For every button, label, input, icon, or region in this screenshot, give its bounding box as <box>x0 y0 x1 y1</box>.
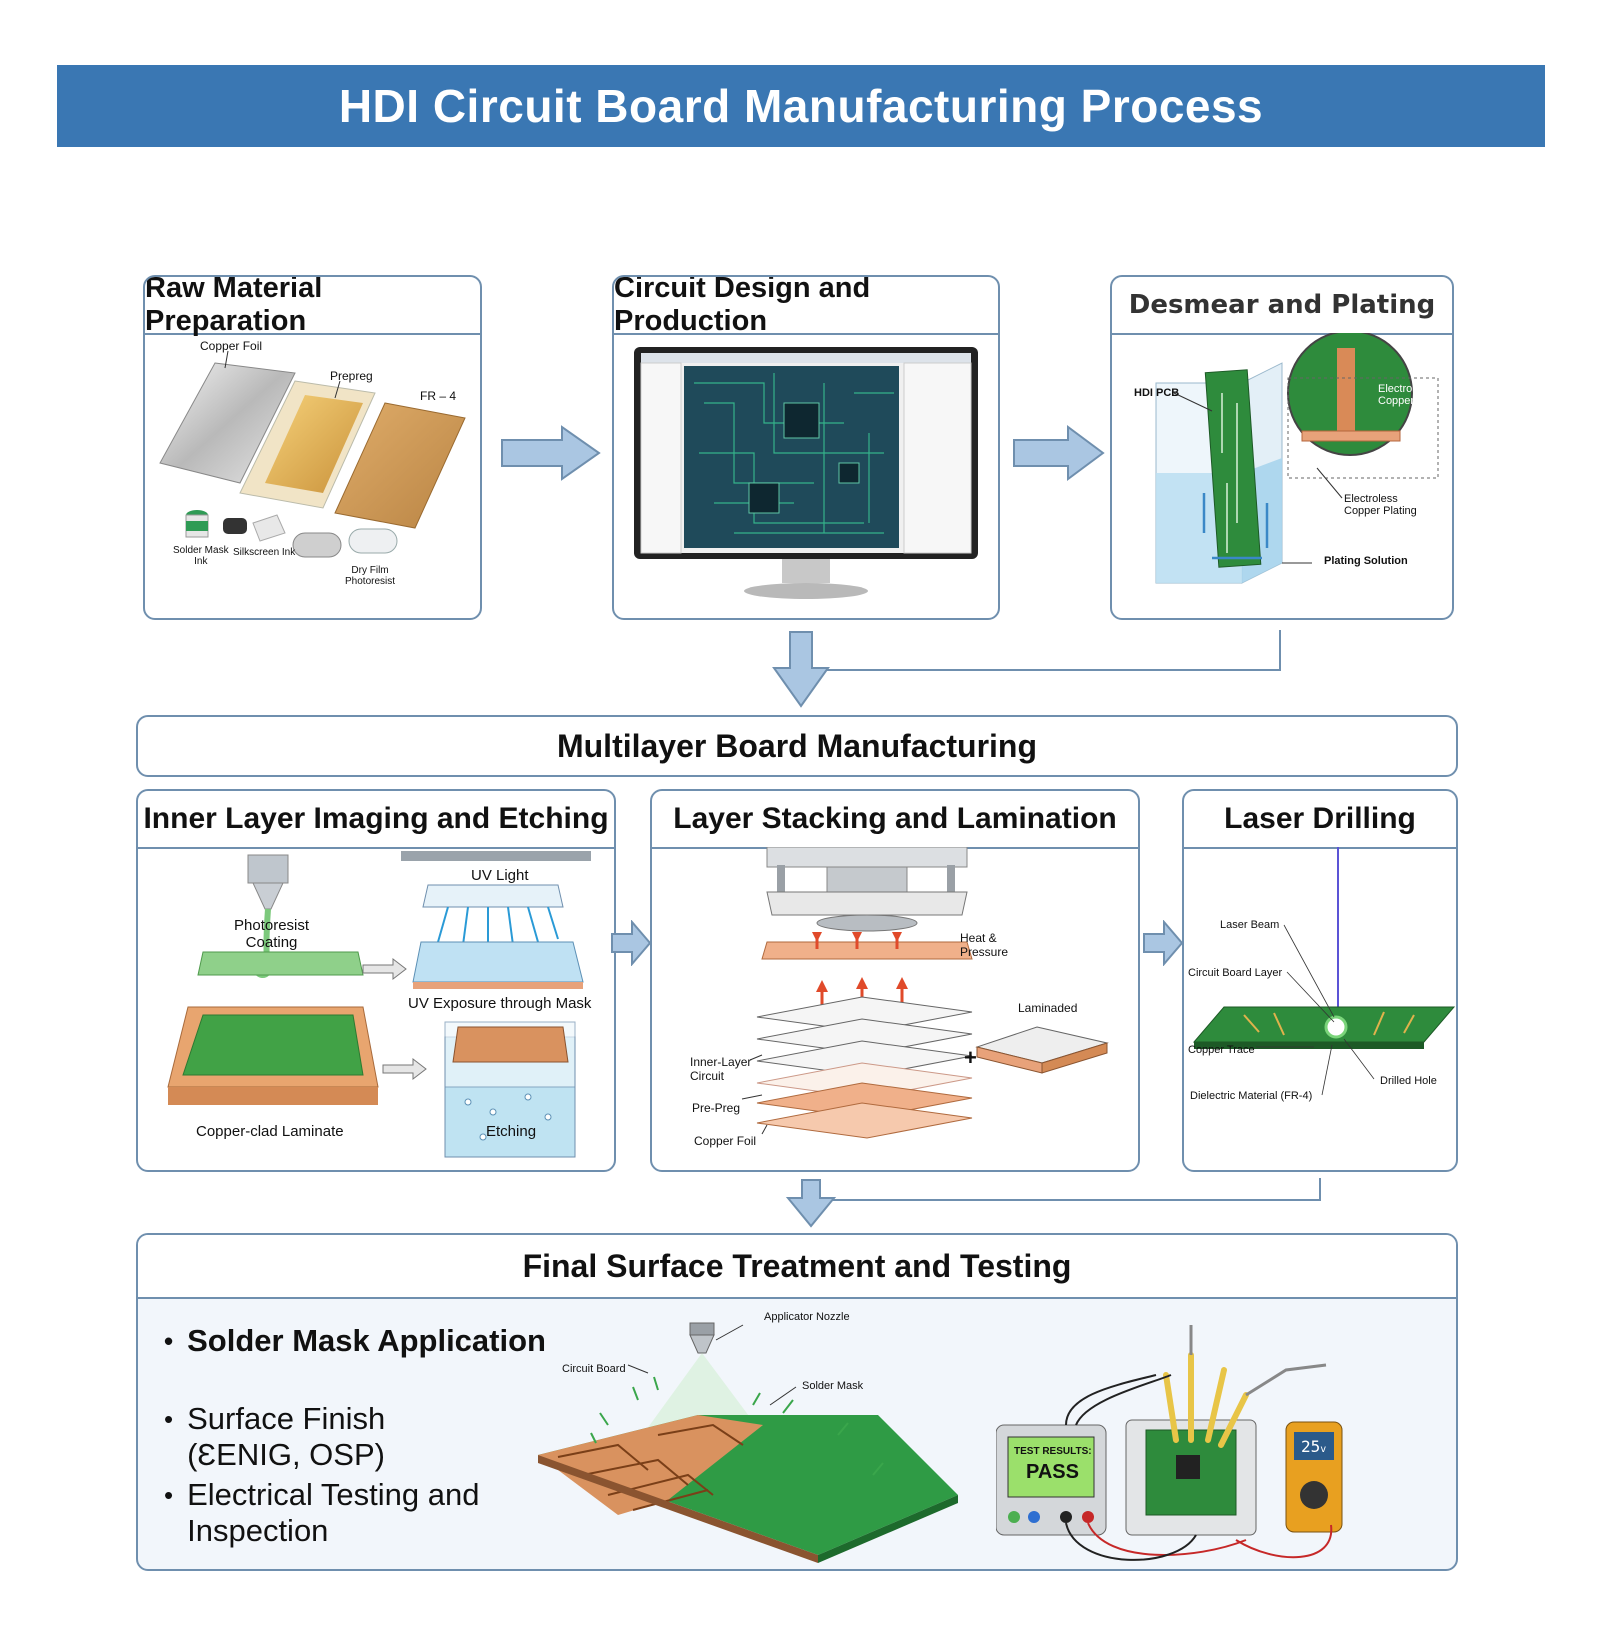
silkscreen-ink-label: Silkscreen Ink <box>233 547 296 558</box>
raw-material-title: Raw Material Preparation <box>145 277 480 337</box>
inner-layer-panel: Inner Layer Imaging and Etching UV Light… <box>136 789 616 1172</box>
inner-layer-illustration <box>167 851 591 1158</box>
bullet-electrical-testing-text: Electrical Testing and Inspection <box>187 1477 480 1548</box>
copper-clad-label: Copper-clad Laminate <box>196 1123 344 1140</box>
bullet-solder-mask: •Solder Mask Application <box>164 1323 546 1358</box>
meter-reading: 25v <box>1301 1437 1326 1456</box>
photoresist-coating-label: Photoresist Coating <box>234 917 310 951</box>
laser-drilling-panel: Laser Drilling Laser Beam Circuit Board … <box>1182 789 1458 1172</box>
testing-equipment-illustration <box>996 1325 1343 1561</box>
dry-film-label: Dry Film Photoresist <box>345 565 396 587</box>
desmear-plating-panel: Desmear and Plating HDI PCB Electroless … <box>1110 275 1454 620</box>
electroless-copper-plating-label: Electroless Copper Plating <box>1344 493 1417 517</box>
pass-label: PASS <box>1026 1461 1079 1483</box>
applicator-nozzle-label: Applicator Nozzle <box>764 1311 850 1323</box>
circuit-design-title: Circuit Design and Production <box>614 277 998 337</box>
raw-materials-illustration <box>159 350 466 558</box>
dielectric-label: Dielectric Material (FR-4) <box>1190 1090 1313 1102</box>
fr4-label: FR – 4 <box>420 389 457 403</box>
hdi-pcb-label: HDI PCB <box>1134 387 1180 399</box>
copper-foil-label: Copper Foil <box>200 339 263 353</box>
raw-material-panel: Raw Material Preparation Copper Foil Pre… <box>143 275 482 620</box>
circuit-design-panel: Circuit Design and Production <box>612 275 1000 620</box>
copper-trace-label: Copper Trace <box>1188 1044 1255 1056</box>
circuit-board-layer-label: Circuit Board Layer <box>1188 967 1283 979</box>
uv-exposure-label: UV Exposure through Mask <box>408 995 592 1012</box>
solder-mask-label: Solder Mask <box>802 1380 864 1392</box>
fr4-sheet <box>334 402 466 529</box>
copper-foil-sheet <box>159 362 296 484</box>
flow-arrow-4 <box>1143 920 1184 966</box>
prepreg-label: Prepreg <box>330 369 373 383</box>
layer-stacking-panel: Layer Stacking and Lamination + <box>650 789 1140 1172</box>
inner-layer-circuit-label: Inner-Layer Circuit <box>690 1055 752 1083</box>
bullet-electrical-testing: •Electrical Testing and Inspection <box>164 1477 480 1548</box>
solder-mask-ink-label: Solder Mask Ink <box>173 545 229 567</box>
heat-pressure-label: Heat & Pressure <box>960 931 1009 959</box>
bullet-solder-mask-text: Solder Mask Application <box>187 1323 546 1358</box>
electroless-copper-label: Electroless Copper <box>1378 383 1432 407</box>
desmear-plating-title: Desmear and Plating <box>1112 277 1452 335</box>
etching-label: Etching <box>486 1123 537 1140</box>
flow-arrow-2 <box>1013 425 1105 481</box>
lamination-illustration: + <box>741 846 1109 1139</box>
design-monitor-illustration <box>634 347 978 599</box>
circuit-board-label: Circuit Board <box>562 1363 626 1375</box>
final-title: Final Surface Treatment and Testing <box>138 1235 1456 1299</box>
flow-arrow-3 <box>611 920 652 966</box>
uv-light-label: UV Light <box>471 867 529 884</box>
meter-value: 25 <box>1301 1437 1321 1456</box>
connector-multilayer-to-final <box>785 1178 1321 1228</box>
test-results-label: TEST RESULTS: <box>1014 1446 1092 1457</box>
multilayer-header: Multilayer Board Manufacturing <box>136 715 1458 777</box>
pre-preg-label: Pre-Preg <box>692 1101 741 1115</box>
laser-drilling-illustration <box>1192 847 1456 1096</box>
laser-drilling-title: Laser Drilling <box>1184 791 1456 849</box>
bullet-surface-finish: •Surface Finish (ƐENIG, OSP) <box>164 1401 386 1472</box>
copper-foil-stack-label: Copper Foil <box>694 1134 757 1148</box>
final-panel: Final Surface Treatment and Testing •Sol… <box>136 1233 1458 1571</box>
svg-text:+: + <box>964 1045 977 1070</box>
flow-arrow-1 <box>501 425 601 481</box>
inner-layer-title: Inner Layer Imaging and Etching <box>138 791 614 849</box>
laminated-label: Laminaded <box>1018 1001 1078 1015</box>
plating-tank-illustration <box>1155 330 1439 584</box>
solder-mask-illustration <box>538 1322 958 1563</box>
connector-row1-to-multilayer <box>772 630 1281 708</box>
drilled-hole-label: Drilled Hole <box>1380 1075 1437 1087</box>
page-title: HDI Circuit Board Manufacturing Process <box>57 65 1545 147</box>
meter-unit: v <box>1320 1444 1327 1455</box>
bullet-surface-finish-text: Surface Finish (ƐENIG, OSP) <box>187 1401 386 1472</box>
laser-beam-label: Laser Beam <box>1220 919 1280 931</box>
plating-solution-label: Plating Solution <box>1324 555 1408 567</box>
layer-stacking-title: Layer Stacking and Lamination <box>652 791 1138 849</box>
